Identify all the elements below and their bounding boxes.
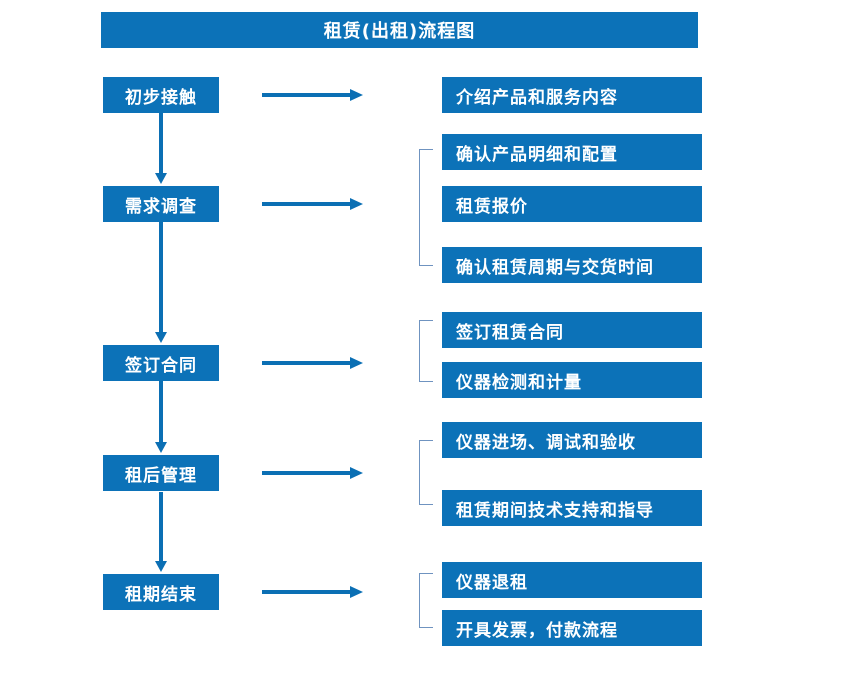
detail-box-instrument-entry-commissioning[interactable]: 仪器进场、调试和验收 (442, 422, 702, 458)
stage-box-rental-end[interactable]: 租期结束 (103, 574, 219, 610)
detail-box-sign-rental-contract[interactable]: 签订租赁合同 (442, 312, 702, 348)
bracket-sign-contract-group (419, 320, 433, 382)
detail-box-invoice-payment[interactable]: 开具发票，付款流程 (442, 610, 702, 646)
stage-box-post-rental-management[interactable]: 租后管理 (103, 455, 219, 491)
horizontal-arrow-icon-5 (262, 586, 363, 598)
horizontal-arrow-icon-3 (262, 357, 363, 369)
bracket-post-rental-group (419, 440, 433, 505)
stage-box-sign-contract[interactable]: 签订合同 (103, 345, 219, 381)
vertical-arrow-icon-1 (155, 113, 167, 184)
vertical-arrow-icon-2 (155, 222, 167, 343)
horizontal-arrow-icon-4 (262, 467, 363, 479)
horizontal-arrow-icon-2 (262, 198, 363, 210)
vertical-arrow-icon-4 (155, 492, 167, 572)
vertical-arrow-icon-3 (155, 381, 167, 453)
detail-box-instrument-return[interactable]: 仪器退租 (442, 562, 702, 598)
detail-box-technical-support[interactable]: 租赁期间技术支持和指导 (442, 490, 702, 526)
bracket-rental-end-group (419, 573, 433, 628)
horizontal-arrow-icon-1 (262, 89, 363, 101)
detail-box-introduce-products[interactable]: 介绍产品和服务内容 (442, 77, 702, 113)
detail-box-rental-quotation[interactable]: 租赁报价 (442, 186, 702, 222)
stage-box-needs-survey[interactable]: 需求调查 (103, 186, 219, 222)
stage-box-initial-contact[interactable]: 初步接触 (103, 77, 219, 113)
page-title: 租赁(出租)流程图 (101, 12, 698, 48)
bracket-needs-survey-group (419, 149, 433, 266)
detail-box-instrument-inspection[interactable]: 仪器检测和计量 (442, 362, 702, 398)
detail-box-confirm-product-details[interactable]: 确认产品明细和配置 (442, 134, 702, 170)
detail-box-confirm-period-delivery[interactable]: 确认租赁周期与交货时间 (442, 247, 702, 283)
